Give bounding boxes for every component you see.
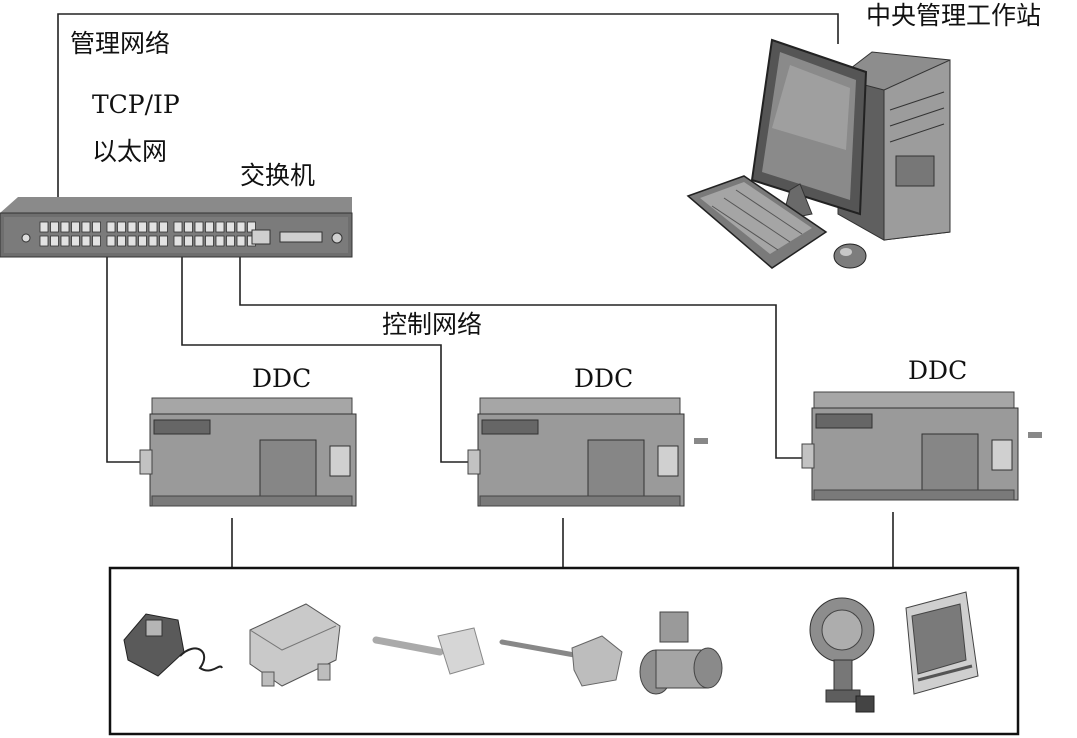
switch-port [194, 221, 204, 233]
ethernet-label: 以太网 [92, 137, 167, 166]
switch-port [92, 235, 101, 247]
central-workstation-label: 中央管理工作站 [866, 1, 1041, 30]
switch-port [226, 235, 235, 247]
switch-port [71, 235, 80, 247]
switch-port [106, 221, 116, 233]
monitor-icon [750, 38, 868, 221]
switch-port [236, 235, 246, 247]
switch-port [60, 221, 70, 233]
switch-port [148, 235, 158, 247]
switch-port [60, 235, 70, 247]
control-line-ddc1 [106, 245, 140, 463]
connection-lines [57, 13, 894, 568]
switch-port [117, 221, 126, 233]
switch-port [236, 221, 246, 233]
switch-port [50, 221, 59, 233]
switch-port [127, 221, 137, 233]
ddc-label: DDC [252, 364, 311, 393]
management-network-label: 管理网络 [70, 29, 170, 58]
switch-label: 交换机 [240, 161, 315, 190]
switch-port [138, 221, 147, 233]
switch-port [159, 221, 168, 233]
protocol-label: TCP/IP [92, 90, 180, 119]
switch-port [184, 235, 193, 247]
switch-port [184, 221, 193, 233]
switch-port [39, 235, 49, 247]
control-network-label: 控制网络 [382, 310, 482, 339]
switch-port [148, 221, 158, 233]
switch-port [117, 235, 126, 247]
keyboard-icon [686, 175, 828, 269]
switch-port [138, 235, 147, 247]
switch-port [194, 235, 204, 247]
switch-port [106, 235, 116, 247]
switch-port [226, 221, 235, 233]
junction-box-sensor-icon [249, 603, 341, 687]
ddc-label: DDC [574, 364, 633, 393]
workstation-computer [686, 38, 951, 269]
duct-sensor-icon [372, 627, 485, 675]
thermostat-panel-icon [905, 591, 979, 695]
ddc-controller [139, 397, 357, 507]
pressure-transmitter-icon [809, 597, 875, 713]
control-valve-icon [639, 611, 723, 695]
switch-port [92, 221, 101, 233]
mouse-icon [833, 243, 867, 269]
switch-port [215, 235, 225, 247]
immersion-sensor-icon [499, 635, 623, 687]
ddc-label: DDC [908, 356, 967, 385]
switch-port [159, 235, 168, 247]
switch-port [39, 221, 49, 233]
network-switch [0, 197, 353, 258]
switch-port [173, 221, 183, 233]
switch-port [205, 235, 214, 247]
control-line-ddc3 [239, 245, 802, 459]
control-line-ddc2 [181, 245, 468, 463]
switch-port [127, 235, 137, 247]
switch-port [71, 221, 80, 233]
valve-actuator-icon [123, 613, 223, 677]
switch-port [81, 235, 91, 247]
field-devices [123, 591, 979, 713]
ddc-controller [467, 397, 708, 507]
ddc-controller [801, 391, 1042, 501]
switch-port [215, 221, 225, 233]
switch-port [81, 221, 91, 233]
switch-port [173, 235, 183, 247]
management-network-line [57, 13, 839, 213]
switch-port [205, 221, 214, 233]
switch-port [50, 235, 59, 247]
